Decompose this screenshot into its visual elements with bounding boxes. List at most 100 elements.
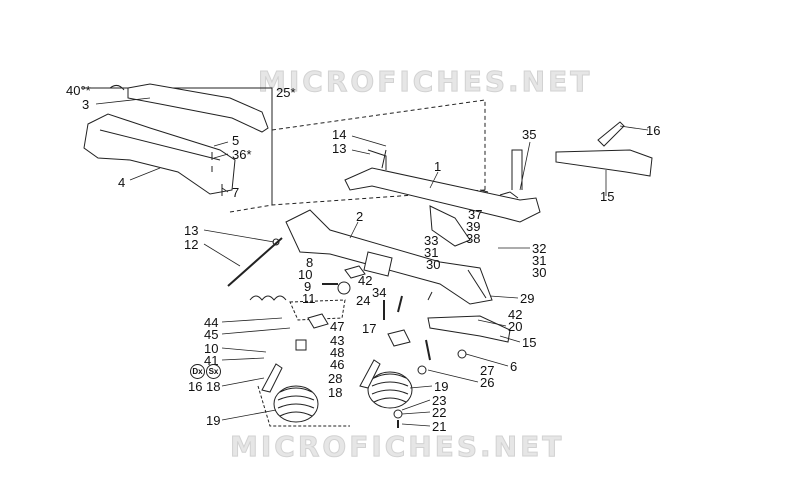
callout-16b: 16: [188, 379, 203, 394]
part-16-upper-pin: [597, 121, 625, 147]
callout-18a: 18: [206, 379, 221, 394]
callout-13b: 13: [184, 223, 199, 238]
callout-2: 2: [356, 209, 364, 224]
leader-19b: [409, 385, 433, 389]
leader-13a: [351, 149, 371, 155]
part-15-lower-plate: [427, 315, 511, 343]
callout-15b: 15: [522, 335, 537, 350]
callout-10b: 10: [204, 341, 219, 356]
leader-18a: [221, 377, 265, 387]
badge-left-side: Sx: [206, 364, 221, 379]
leader-35: [519, 141, 531, 191]
part-1-upper-frame: [344, 167, 541, 223]
callout-10a: 10: [298, 267, 313, 282]
leader-5: [213, 141, 229, 147]
leader-44: [221, 317, 283, 323]
callout-21: 21: [432, 419, 447, 434]
leader-23: [401, 399, 431, 411]
leader-12: [203, 243, 241, 267]
callout-17: 17: [362, 321, 377, 336]
part-34-bolt: [397, 295, 403, 313]
leader-16a: [619, 125, 649, 131]
callout-38: 38: [466, 231, 481, 246]
callout-35: 35: [522, 127, 537, 142]
part-18-right-lever: [359, 359, 381, 389]
callout-28: 28: [328, 371, 343, 386]
callout-19a: 19: [206, 413, 221, 428]
callout-47: 47: [330, 319, 345, 334]
group-bracket-dashed-2: [271, 99, 486, 190]
part-12-long-bolt: [227, 237, 283, 287]
callout-33: 33: [424, 233, 439, 248]
badge-right-side: Dx: [190, 364, 205, 379]
callout-5: 5: [232, 133, 240, 148]
leader-20: [477, 319, 507, 327]
callout-12: 12: [184, 237, 199, 252]
leader-29: [489, 295, 519, 299]
part-3-top-cover: [127, 83, 269, 133]
watermark-top: MICROFICHES.NET: [257, 65, 593, 99]
callout-30b: 30: [532, 265, 547, 280]
callout-48: 48: [330, 345, 345, 360]
leader-13b: [203, 229, 275, 243]
callout-22: 22: [432, 405, 447, 420]
callout-42b: 42: [508, 307, 523, 322]
callout-1: 1: [434, 159, 442, 174]
callout-26: 26: [480, 375, 495, 390]
callout-11: 11: [302, 291, 316, 306]
callout-3: 3: [82, 97, 90, 112]
part-44-spring: [249, 295, 287, 301]
part-18-left-lever: [261, 363, 283, 393]
callout-24: 24: [356, 293, 371, 308]
callout-43: 43: [330, 333, 345, 348]
callout-15a: 15: [600, 189, 615, 204]
callout-42a: 42: [358, 273, 373, 288]
callout-16a: 16: [646, 123, 661, 138]
callout-7: 7: [232, 185, 240, 200]
callout-9: 9: [304, 279, 312, 294]
callout-20: 20: [508, 319, 523, 334]
leader-14: [351, 135, 387, 147]
callout-25: 25*: [276, 85, 296, 100]
part-11-bushing: [337, 281, 351, 295]
part-47-bracket: [307, 313, 329, 329]
callout-36: 36*: [232, 147, 252, 162]
leader-45: [221, 327, 291, 335]
callout-13a: 13: [332, 141, 347, 156]
callout-40: 40°*: [66, 83, 91, 98]
callout-46: 46: [330, 357, 345, 372]
leader-26: [427, 369, 479, 383]
callout-31b: 31: [532, 253, 547, 268]
leader-3: [95, 97, 151, 105]
part-4-side-cover: [83, 113, 236, 195]
callout-37: 37: [468, 207, 483, 222]
leader-21: [401, 423, 431, 427]
callout-27: 27: [480, 363, 495, 378]
part-27-bolt: [425, 339, 431, 361]
callout-39: 39: [466, 219, 481, 234]
callout-44: 44: [204, 315, 219, 330]
callout-31a: 31: [424, 245, 439, 260]
callout-4: 4: [118, 175, 126, 190]
leader-10b: [221, 347, 267, 353]
watermark-bottom: MICROFICHES.NET: [229, 430, 565, 464]
callout-30a: 30: [426, 257, 441, 272]
callout-14: 14: [332, 127, 347, 142]
leader-22: [401, 411, 431, 415]
callout-18b: 18: [328, 385, 343, 400]
callout-23: 23: [432, 393, 447, 408]
part-15-upper-plate: [555, 149, 653, 177]
callout-34: 34: [372, 285, 387, 300]
leader-2: [349, 221, 359, 239]
leader-6: [465, 353, 509, 367]
leader-19a: [221, 409, 277, 421]
leader-4: [129, 167, 161, 181]
leader-1: [429, 171, 439, 189]
callout-8: 8: [306, 255, 314, 270]
callout-19b: 19: [434, 379, 449, 394]
leader-36: [213, 153, 229, 159]
callout-6: 6: [510, 359, 518, 374]
leader-15b: [499, 335, 521, 343]
